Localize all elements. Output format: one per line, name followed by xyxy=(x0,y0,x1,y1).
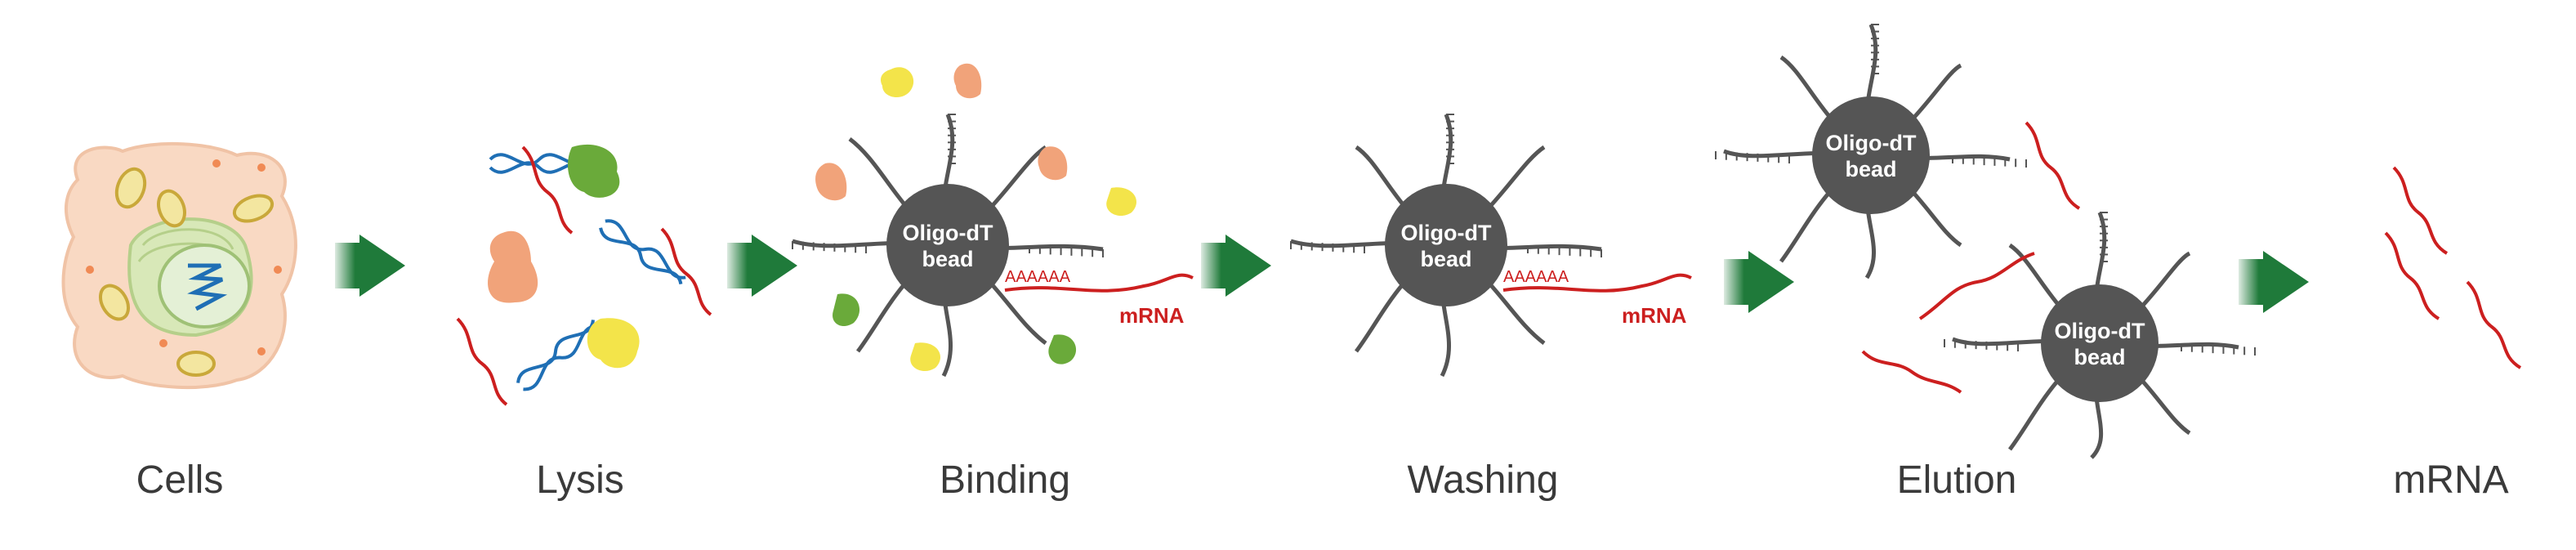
step-label-lysis: Lysis xyxy=(536,458,624,502)
mrna-label-washing: mRNA xyxy=(1622,303,1687,328)
released-mrna xyxy=(1861,121,2081,394)
arrow-elution-to-mrna xyxy=(2239,251,2309,313)
polya-tail-label: AAAAAA xyxy=(1503,268,1569,286)
lysate-illustration xyxy=(456,144,712,406)
polya-tail-label: AAAAAA xyxy=(1005,268,1071,286)
arrow-lysis-to-binding xyxy=(727,235,797,297)
bead-washing: Oligo-dT bead xyxy=(1290,114,1602,378)
bead-label-line2: bead xyxy=(2074,345,2125,369)
rna-icon xyxy=(456,145,712,406)
arrow-cells-to-lysis xyxy=(335,235,405,297)
bead-label-line2: bead xyxy=(1420,247,1471,271)
elution-illustration: Oligo-dT bead Oligo-dT bead xyxy=(1715,24,2256,459)
bead-label-line2: bead xyxy=(1845,157,1896,181)
step-label-elution: Elution xyxy=(1896,458,2017,502)
bead-elution-top: Oligo-dT bead xyxy=(1715,24,2027,279)
step-label-mrna: mRNA xyxy=(2393,458,2509,502)
step-label-binding: Binding xyxy=(939,458,1071,502)
bead-elution-bottom: Oligo-dT bead xyxy=(1944,212,2256,459)
bead-label-line2: bead xyxy=(922,247,973,271)
mrna-label-binding: mRNA xyxy=(1119,303,1185,328)
step-label-cells: Cells xyxy=(136,458,224,502)
cell-illustration xyxy=(61,141,297,390)
bead-label-line1: Oligo-dT xyxy=(1401,221,1492,245)
bead-label-line1: Oligo-dT xyxy=(1826,131,1917,155)
purified-mrna-illustration xyxy=(2384,166,2522,369)
bead-label-line1: Oligo-dT xyxy=(903,221,993,245)
dna-icon xyxy=(489,153,686,391)
step-label-washing: Washing xyxy=(1407,458,1559,502)
washing-illustration: Oligo-dT bead AAAAAA mRNA xyxy=(1290,114,1692,378)
bead-binding: Oligo-dT bead xyxy=(792,114,1104,378)
binding-illustration: Oligo-dT bead AAAAAA mRNA xyxy=(792,63,1194,378)
bead-label-line1: Oligo-dT xyxy=(2055,319,2145,343)
arrow-binding-to-washing xyxy=(1201,235,1271,297)
